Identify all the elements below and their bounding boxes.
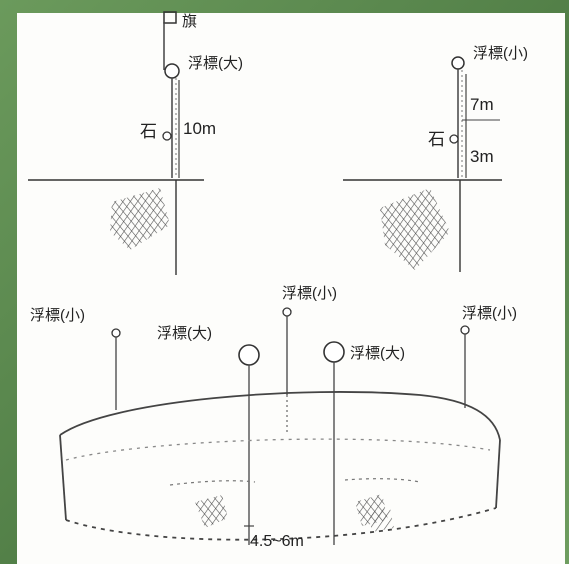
float-small-bottom-left — [111, 328, 121, 338]
depth-left-label: 10m — [183, 119, 216, 138]
stone-weight — [162, 131, 172, 141]
diagram-panel — [17, 13, 565, 564]
net-mesh-left-cross — [195, 495, 228, 528]
float-large-bottom-right — [323, 341, 345, 363]
depth-upper-right-label: 7m — [470, 95, 494, 114]
float-small-buoy — [451, 56, 465, 70]
net-mesh-cross — [110, 188, 170, 250]
float-large-bottom-left — [238, 344, 260, 366]
depth-lower-right-label: 3m — [470, 147, 494, 166]
float-small-label: 浮標(小) — [473, 45, 528, 62]
top-right-diagram: 浮標(小) 7m 3m 石 — [343, 45, 528, 272]
stone-left-label: 石 — [140, 122, 157, 141]
float-small-bottom-left-label: 浮標(小) — [30, 307, 85, 324]
top-left-diagram: 旗 浮標(大) 10m 石 — [28, 11, 243, 275]
net-mesh-right — [368, 508, 394, 532]
net-height-label: 4.5~6m — [250, 533, 304, 550]
float-small-bottom-right-label: 浮標(小) — [462, 305, 517, 322]
net-left-edge — [59, 434, 67, 521]
float-small-bottom-center-label: 浮標(小) — [282, 285, 337, 302]
flag-icon — [163, 11, 177, 24]
float-large-bottom-right-label: 浮標(大) — [350, 345, 405, 362]
flag-label: 旗 — [182, 13, 197, 30]
net-inner-weights-right — [344, 478, 421, 483]
stone-weight-right — [449, 134, 459, 144]
net-top-edge — [59, 391, 501, 441]
float-large-buoy — [164, 63, 180, 79]
net-right-edge — [495, 439, 501, 509]
float-large-label: 浮標(大) — [188, 55, 243, 72]
net-inner-weights-left — [169, 480, 256, 486]
net-inner-rim — [65, 438, 491, 461]
enclosure-diagram: 浮標(小) 浮標(大) 浮標(小) 浮標(大) 浮標(小) — [30, 285, 517, 550]
stone-right-label: 石 — [428, 130, 445, 149]
float-small-bottom-right — [460, 325, 470, 335]
net-mesh-right-cross — [380, 188, 450, 270]
float-small-bottom-center — [282, 307, 292, 317]
float-large-bottom-left-label: 浮標(大) — [157, 325, 212, 342]
